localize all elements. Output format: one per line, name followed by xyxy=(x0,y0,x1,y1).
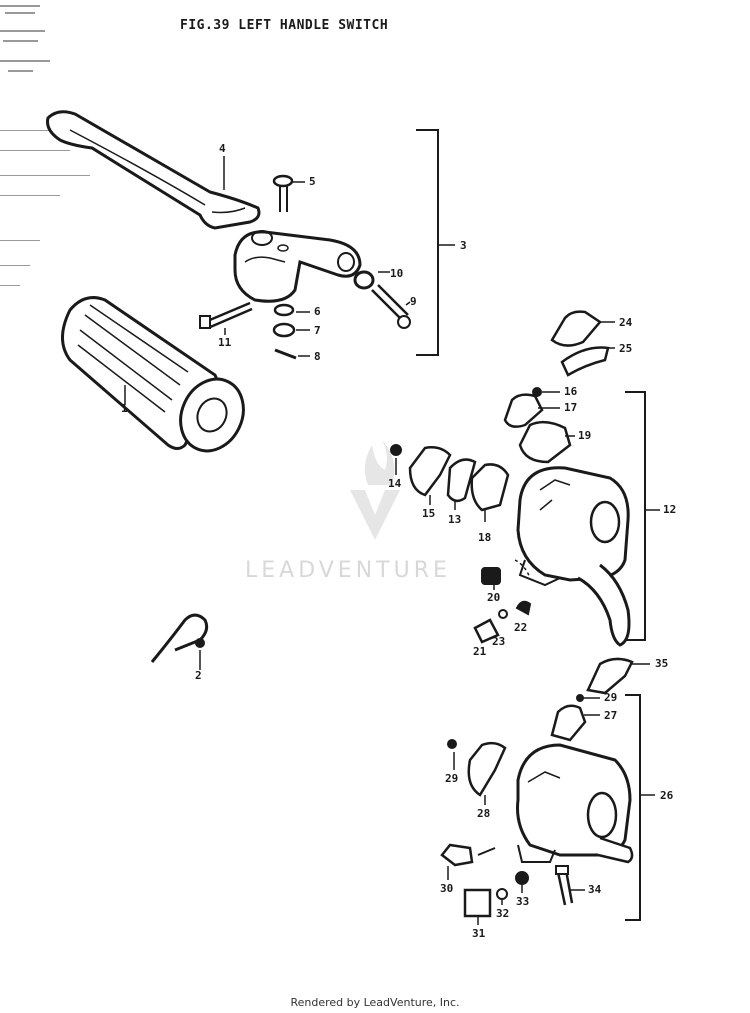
pivot-bolt xyxy=(272,174,294,252)
callout-14: 14 xyxy=(388,477,402,490)
callout-2: 2 xyxy=(195,669,202,682)
callout-31: 31 xyxy=(472,927,486,940)
callout-13: 13 xyxy=(448,513,462,526)
callout-27: 27 xyxy=(604,709,618,722)
callout-21: 21 xyxy=(473,645,487,658)
callout-4: 4 xyxy=(219,142,226,155)
callout-3: 3 xyxy=(460,239,467,252)
scan-noise xyxy=(0,5,90,286)
callout-7: 7 xyxy=(314,324,321,337)
callout-33: 33 xyxy=(516,895,530,908)
callout-8: 8 xyxy=(314,350,321,363)
callout-19: 19 xyxy=(578,429,592,442)
callout-34: 34 xyxy=(588,883,602,896)
lever-holder xyxy=(233,230,362,303)
callout-25: 25 xyxy=(619,342,633,355)
callout-22: 22 xyxy=(514,621,528,634)
callout-9: 9 xyxy=(410,295,417,308)
callout-20: 20 xyxy=(487,591,501,604)
switch-housing xyxy=(516,466,631,647)
handle-grip xyxy=(61,296,245,453)
leader-lines xyxy=(124,156,660,925)
callout-35: 35 xyxy=(655,657,669,670)
callout-6: 6 xyxy=(314,305,321,318)
callout-28: 28 xyxy=(477,807,491,820)
clutch-lever xyxy=(46,110,261,230)
callout-29b: 29 xyxy=(445,772,459,785)
watermark-logo xyxy=(350,440,400,540)
callout-23: 23 xyxy=(492,635,506,648)
callout-15: 15 xyxy=(422,507,436,520)
footer-credit: Rendered by LeadVenture, Inc. xyxy=(290,996,460,1009)
callout-11: 11 xyxy=(218,336,232,349)
parts xyxy=(46,110,646,921)
callout-32: 32 xyxy=(496,907,510,920)
switch-housing-alt xyxy=(516,743,634,864)
callout-18: 18 xyxy=(478,531,492,544)
callout-29: 29 xyxy=(604,691,618,704)
watermark-text: LEADVENTURE xyxy=(245,558,451,583)
callout-24: 24 xyxy=(619,316,633,329)
figure-title: FIG.39 LEFT HANDLE SWITCH xyxy=(180,18,389,33)
callout-30: 30 xyxy=(440,882,454,895)
callout-10: 10 xyxy=(390,267,404,280)
callout-12: 12 xyxy=(663,503,677,516)
callout-26: 26 xyxy=(660,789,674,802)
callout-1: 1 xyxy=(121,402,128,415)
callout-5: 5 xyxy=(309,175,316,188)
callout-16: 16 xyxy=(564,385,578,398)
callout-17: 17 xyxy=(564,401,578,414)
